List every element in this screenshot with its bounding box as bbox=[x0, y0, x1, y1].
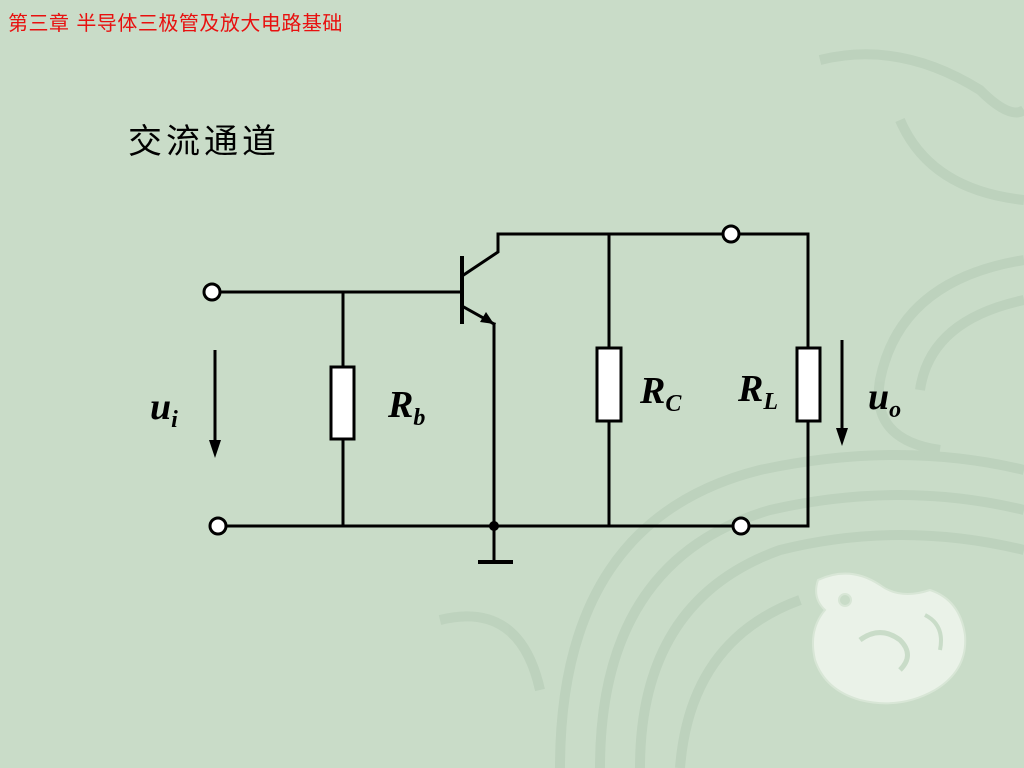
label-rl-sub: L bbox=[763, 389, 779, 415]
label-rc: RC bbox=[640, 370, 681, 416]
label-ui: ui bbox=[150, 386, 178, 432]
input-terminal-bottom bbox=[208, 516, 228, 536]
label-rl-main: R bbox=[738, 368, 764, 410]
resistor-rl bbox=[795, 346, 822, 423]
label-ui-sub: i bbox=[171, 407, 178, 433]
section-title: 交流通道 bbox=[128, 122, 280, 162]
label-rb-sub: b bbox=[413, 405, 426, 431]
dragon-emblem-icon bbox=[812, 572, 967, 705]
label-uo-main: u bbox=[868, 376, 890, 418]
resistor-rc bbox=[595, 346, 623, 423]
label-rb: Rb bbox=[388, 384, 425, 430]
output-terminal-top bbox=[721, 224, 741, 244]
collector-wire bbox=[459, 232, 733, 279]
emitter-arrow-icon bbox=[480, 312, 494, 324]
ui-arrow-head-icon bbox=[209, 440, 221, 458]
label-ui-main: u bbox=[150, 386, 172, 428]
chapter-title: 第三章 半导体三极管及放大电路基础 bbox=[8, 11, 343, 35]
label-uo-sub: o bbox=[889, 397, 902, 423]
uo-arrow-head-icon bbox=[836, 428, 848, 446]
label-rb-main: R bbox=[388, 384, 414, 426]
label-rc-sub: C bbox=[665, 391, 682, 417]
resistor-rb bbox=[329, 365, 356, 441]
ground-junction-dot bbox=[489, 521, 499, 531]
output-terminal-bottom bbox=[731, 516, 751, 536]
rl-wire-bottom bbox=[747, 419, 810, 528]
label-uo: uo bbox=[868, 376, 901, 422]
label-rl: RL bbox=[738, 368, 778, 414]
input-terminal-top bbox=[202, 282, 222, 302]
output-top-wire bbox=[737, 232, 810, 350]
label-rc-main: R bbox=[640, 370, 666, 412]
